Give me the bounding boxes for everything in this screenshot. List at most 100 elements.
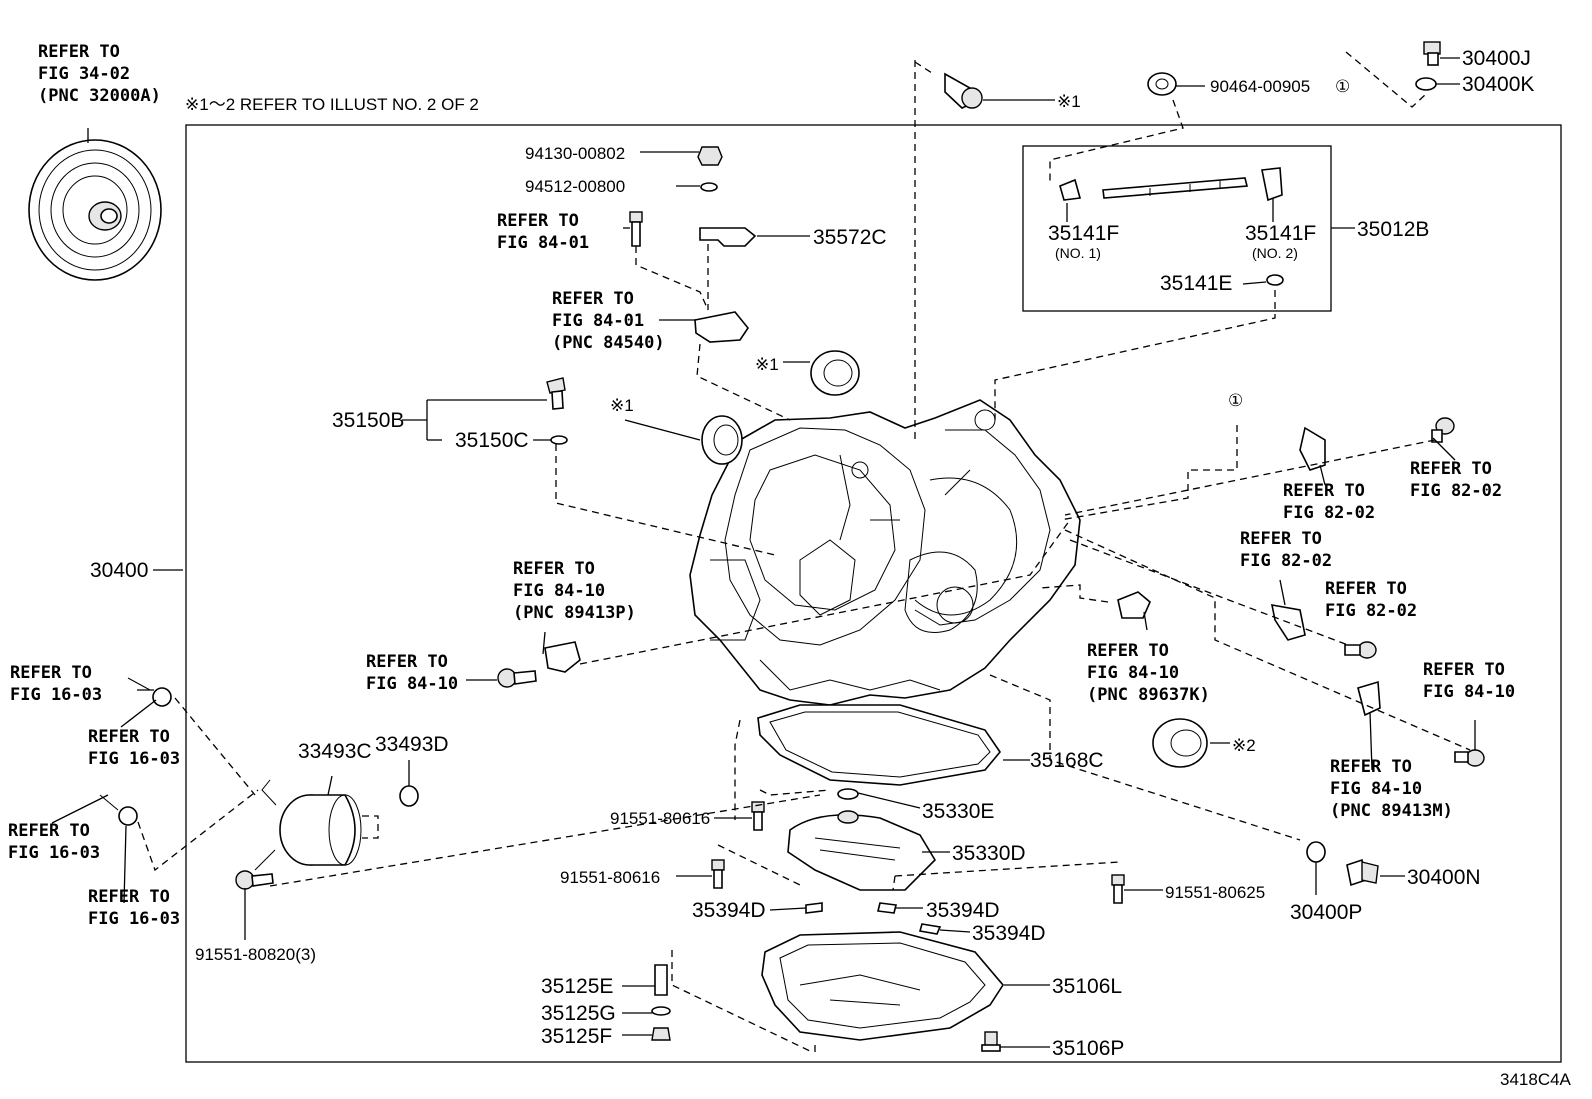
ref-8202-d[interactable]: REFER TO FIG 82-02 bbox=[1325, 579, 1417, 621]
ref-8401-switch[interactable]: REFER TO FIG 84-01 (PNC 84540) bbox=[552, 289, 665, 353]
oil-seal-upper bbox=[810, 350, 860, 396]
pn-35141F-no2-sub: (NO. 2) bbox=[1252, 245, 1298, 261]
ref-torque-converter[interactable]: REFER TO FIG 34-02 (PNC 32000A) bbox=[38, 42, 161, 106]
ref-8410-right[interactable]: REFER TO FIG 84-10 bbox=[1423, 660, 1515, 702]
oil-strainer bbox=[787, 810, 937, 891]
pn-94130-00802[interactable]: 94130-00802 bbox=[525, 144, 625, 163]
pn-35394D-a[interactable]: 35394D bbox=[692, 899, 766, 922]
ref-89637K[interactable]: REFER TO FIG 84-10 (PNC 89637K) bbox=[1087, 641, 1210, 705]
svg-text:FIG 34-02: FIG 34-02 bbox=[38, 64, 130, 84]
mark-circle1-mid: ① bbox=[1228, 391, 1243, 410]
svg-text:REFER TO: REFER TO bbox=[88, 887, 170, 907]
oil-cooler bbox=[254, 779, 362, 871]
pn-35168C[interactable]: 35168C bbox=[1030, 749, 1104, 772]
svg-text:REFER TO: REFER TO bbox=[1283, 481, 1365, 501]
magnet-a bbox=[805, 902, 823, 914]
pn-91551-80625[interactable]: 91551-80625 bbox=[1165, 883, 1265, 902]
pn-35141F-no2[interactable]: 35141F bbox=[1245, 222, 1316, 245]
ref-89413P[interactable]: REFER TO FIG 84-10 (PNC 89413P) bbox=[513, 559, 636, 623]
pn-30400K[interactable]: 30400K bbox=[1462, 73, 1534, 96]
svg-text:FIG 84-01: FIG 84-01 bbox=[552, 311, 644, 331]
speed-sensor-89413P bbox=[544, 641, 581, 673]
bracket-82-02-upper bbox=[1299, 426, 1326, 471]
pn-35141F-no1[interactable]: 35141F bbox=[1048, 222, 1119, 245]
pn-91551-80820[interactable]: 91551-80820(3) bbox=[195, 945, 316, 964]
plug-30400N bbox=[1346, 858, 1379, 887]
svg-text:REFER TO: REFER TO bbox=[38, 42, 120, 62]
svg-text:REFER TO: REFER TO bbox=[1410, 459, 1492, 479]
assembly-frame bbox=[185, 124, 1562, 1063]
svg-text:(PNC 89413P): (PNC 89413P) bbox=[513, 603, 636, 623]
bolt-91551-80625 bbox=[1111, 874, 1125, 904]
pn-94512-00800[interactable]: 94512-00800 bbox=[525, 177, 625, 196]
bolt-91551-80616-lower bbox=[711, 859, 725, 889]
hose-clip-upper bbox=[152, 687, 172, 707]
manual-valve-shaft bbox=[1059, 167, 1283, 202]
ref-1603-c[interactable]: REFER TO FIG 16-03 bbox=[8, 821, 100, 863]
svg-text:(PNC 89637K): (PNC 89637K) bbox=[1087, 685, 1210, 705]
pn-33493D[interactable]: 33493D bbox=[375, 733, 449, 756]
pn-35106L[interactable]: 35106L bbox=[1052, 975, 1122, 998]
breather-o-ring bbox=[550, 435, 568, 445]
ref-8202-b[interactable]: REFER TO FIG 82-02 bbox=[1410, 459, 1502, 501]
pn-35125E[interactable]: 35125E bbox=[541, 975, 613, 998]
pn-35141E[interactable]: 35141E bbox=[1160, 272, 1232, 295]
oil-seal-right bbox=[1152, 718, 1208, 768]
svg-text:FIG 16-03: FIG 16-03 bbox=[8, 843, 100, 863]
svg-text:FIG 84-01: FIG 84-01 bbox=[497, 233, 589, 253]
pn-35106P[interactable]: 35106P bbox=[1052, 1037, 1124, 1060]
svg-text:REFER TO: REFER TO bbox=[1325, 579, 1407, 599]
hose-clip-lower bbox=[118, 806, 138, 826]
washer-35125G bbox=[651, 1006, 671, 1016]
pn-33493C[interactable]: 33493C bbox=[298, 740, 372, 763]
mark-star1-seal: ※1 bbox=[755, 355, 779, 374]
bolt-82-02-topright bbox=[1431, 417, 1455, 443]
pn-35125G[interactable]: 35125G bbox=[541, 1002, 616, 1025]
pn-90464-00905[interactable]: 90464-00905 bbox=[1210, 77, 1310, 96]
svg-text:REFER TO: REFER TO bbox=[88, 727, 170, 747]
svg-text:FIG 84-10: FIG 84-10 bbox=[1087, 663, 1179, 683]
pn-91551-80616-b[interactable]: 91551-80616 bbox=[560, 868, 660, 887]
pn-91551-80616-a[interactable]: 91551-80616 bbox=[610, 809, 710, 828]
svg-text:FIG 82-02: FIG 82-02 bbox=[1410, 481, 1502, 501]
pn-35330E[interactable]: 35330E bbox=[922, 800, 994, 823]
valve-body-gasket bbox=[757, 704, 1002, 786]
ref-1603-b[interactable]: REFER TO FIG 16-03 bbox=[88, 727, 180, 769]
oil-pan bbox=[761, 931, 1004, 1041]
pn-30400[interactable]: 30400 bbox=[90, 559, 148, 582]
ref-8202-c[interactable]: REFER TO FIG 82-02 bbox=[1240, 529, 1332, 571]
ref-1603-d[interactable]: REFER TO FIG 16-03 bbox=[88, 887, 180, 929]
svg-text:FIG 82-02: FIG 82-02 bbox=[1325, 601, 1417, 621]
pn-35330D[interactable]: 35330D bbox=[952, 842, 1026, 865]
pn-35125F[interactable]: 35125F bbox=[541, 1025, 612, 1048]
washer-94512 bbox=[700, 182, 718, 192]
pn-35572C[interactable]: 35572C bbox=[813, 226, 887, 249]
nut-94130 bbox=[697, 146, 723, 166]
pn-35150C[interactable]: 35150C bbox=[455, 429, 529, 452]
ref-1603-a[interactable]: REFER TO FIG 16-03 bbox=[10, 663, 102, 705]
pn-35150B[interactable]: 35150B bbox=[332, 409, 404, 432]
sensor-89637K bbox=[1117, 591, 1151, 619]
gasket-30400P bbox=[1306, 841, 1326, 863]
pn-35394D-c[interactable]: 35394D bbox=[972, 922, 1046, 945]
pn-30400P[interactable]: 30400P bbox=[1290, 901, 1362, 924]
pn-35012B[interactable]: 35012B bbox=[1357, 218, 1429, 241]
mark-star1-left-seal: ※1 bbox=[610, 396, 634, 415]
ref-89413M[interactable]: REFER TO FIG 84-10 (PNC 89413M) bbox=[1330, 757, 1453, 821]
sensor-89413M bbox=[1357, 680, 1381, 717]
pn-30400N[interactable]: 30400N bbox=[1407, 866, 1481, 889]
svg-text:REFER TO: REFER TO bbox=[1423, 660, 1505, 680]
strainer-o-ring bbox=[837, 788, 859, 800]
ref-8401-bolt[interactable]: REFER TO FIG 84-01 bbox=[497, 211, 589, 253]
magnet-c bbox=[918, 923, 942, 935]
ref-8202-a[interactable]: REFER TO FIG 82-02 bbox=[1283, 481, 1375, 523]
pn-30400J[interactable]: 30400J bbox=[1462, 47, 1531, 70]
header-note: ※1～2 REFER TO ILLUST NO. 2 OF 2 bbox=[185, 95, 479, 114]
pn-35394D-b[interactable]: 35394D bbox=[926, 899, 1000, 922]
bolt-91551-80820 bbox=[235, 870, 274, 890]
bolt-8410-right bbox=[1454, 749, 1485, 767]
ref-8410-left[interactable]: REFER TO FIG 84-10 bbox=[366, 652, 458, 694]
svg-text:REFER TO: REFER TO bbox=[366, 652, 448, 672]
switch-84540 bbox=[694, 311, 749, 343]
